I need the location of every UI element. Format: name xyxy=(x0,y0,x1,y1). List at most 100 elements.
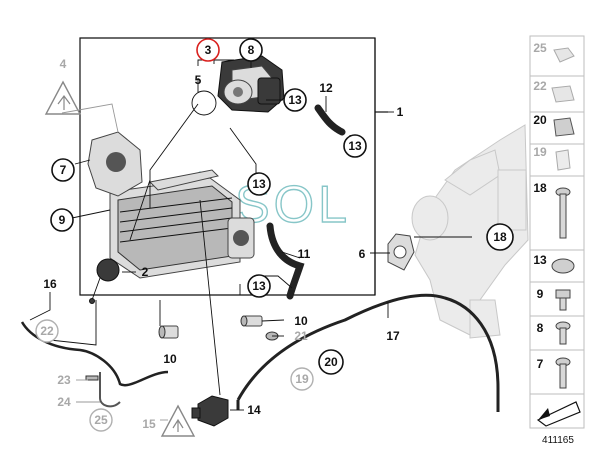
svg-text:10: 10 xyxy=(294,314,308,328)
o-ring xyxy=(191,90,217,116)
svg-text:13: 13 xyxy=(533,253,547,267)
hose-24 xyxy=(99,372,121,408)
callout-10-left[interactable]: 10 xyxy=(163,352,177,366)
diagram-id: 411165 xyxy=(542,435,574,446)
clip-25-icon xyxy=(553,47,575,63)
bolt-18-icon xyxy=(555,187,571,239)
svg-text:20: 20 xyxy=(324,355,338,369)
svg-text:22: 22 xyxy=(533,79,547,93)
callout-18[interactable]: 18 xyxy=(486,223,514,251)
svg-text:1: 1 xyxy=(397,105,404,119)
egr-cooler xyxy=(87,131,255,279)
clip-20-icon xyxy=(553,117,575,137)
svg-text:12: 12 xyxy=(319,81,333,95)
panel-cell-18[interactable] xyxy=(529,175,585,251)
egr-actuator xyxy=(217,55,285,113)
svg-text:9: 9 xyxy=(537,287,544,301)
clip-19-icon xyxy=(555,149,571,171)
callout-1[interactable]: 1 xyxy=(397,105,404,119)
callout-14[interactable]: 14 xyxy=(247,403,261,417)
vacuum-unit xyxy=(89,258,120,304)
svg-text:25: 25 xyxy=(533,41,547,55)
callout-4[interactable]: 4 xyxy=(60,57,67,71)
callout-25[interactable]: 25 xyxy=(89,408,113,432)
hose-11 xyxy=(266,222,305,300)
svg-text:11: 11 xyxy=(298,247,311,261)
screw-10-left xyxy=(158,325,179,339)
vacuum-line-17 xyxy=(236,293,500,412)
panel-cell-8[interactable] xyxy=(529,315,585,351)
svg-text:19: 19 xyxy=(533,145,547,159)
screw-9-icon xyxy=(555,289,571,311)
hose-12 xyxy=(314,104,346,136)
callout-12[interactable]: 12 xyxy=(319,81,333,95)
callout-3[interactable]: 3 xyxy=(196,38,220,62)
svg-text:21: 21 xyxy=(294,329,308,343)
panel-cell-7[interactable] xyxy=(529,349,585,395)
callout-6[interactable]: 6 xyxy=(359,247,366,261)
screw-8-icon xyxy=(555,321,571,345)
callout-15[interactable]: 15 xyxy=(142,417,156,431)
svg-text:4: 4 xyxy=(60,57,67,71)
svg-text:22: 22 xyxy=(40,324,54,338)
leader-lines xyxy=(29,59,472,421)
svg-text:13: 13 xyxy=(348,139,362,153)
screw-23 xyxy=(85,375,99,381)
callout-22[interactable]: 22 xyxy=(35,319,59,343)
callout-13-right[interactable]: 13 xyxy=(343,134,367,158)
callout-8[interactable]: 8 xyxy=(239,38,263,62)
callout-5[interactable]: 5 xyxy=(195,73,202,87)
svg-text:9: 9 xyxy=(59,213,66,227)
svg-text:5: 5 xyxy=(195,73,202,87)
callout-16[interactable]: 16 xyxy=(43,277,57,291)
svg-text:7: 7 xyxy=(537,357,544,371)
callout-10-right[interactable]: 10 xyxy=(294,314,308,328)
svg-text:10: 10 xyxy=(163,352,177,366)
svg-text:16: 16 xyxy=(43,277,57,291)
callout-20[interactable]: 20 xyxy=(318,349,344,375)
callout-2[interactable]: 2 xyxy=(142,265,149,279)
clamp-13-icon xyxy=(551,258,575,274)
callout-24[interactable]: 24 xyxy=(57,395,71,409)
gasket-6 xyxy=(387,233,415,271)
svg-text:2: 2 xyxy=(142,265,149,279)
svg-text:24: 24 xyxy=(57,395,71,409)
svg-text:25: 25 xyxy=(94,413,108,427)
intake-manifold-ghost xyxy=(411,124,529,339)
callout-21[interactable]: 21 xyxy=(294,329,308,343)
svg-text:13: 13 xyxy=(288,93,302,107)
svg-text:8: 8 xyxy=(248,43,255,57)
svg-text:15: 15 xyxy=(142,417,156,431)
warning-triangle-4 xyxy=(44,80,82,115)
svg-text:6: 6 xyxy=(359,247,366,261)
callout-23[interactable]: 23 xyxy=(57,373,71,387)
callout-13-top[interactable]: 13 xyxy=(283,88,307,112)
callout-9[interactable]: 9 xyxy=(50,208,74,232)
svg-text:13: 13 xyxy=(252,279,266,293)
svg-text:7: 7 xyxy=(60,163,67,177)
warning-triangle-15 xyxy=(160,404,196,437)
pressure-converter xyxy=(191,395,229,427)
svg-text:14: 14 xyxy=(247,403,261,417)
svg-text:18: 18 xyxy=(493,230,507,244)
direction-arrow-icon xyxy=(536,401,581,427)
callout-17[interactable]: 17 xyxy=(386,329,400,343)
svg-text:20: 20 xyxy=(533,113,547,127)
panel-cell-13[interactable] xyxy=(529,249,585,283)
svg-text:23: 23 xyxy=(57,373,71,387)
clip-22-icon xyxy=(551,85,575,103)
screw-10-right xyxy=(240,315,263,327)
svg-text:19: 19 xyxy=(295,372,309,386)
svg-text:13: 13 xyxy=(252,177,266,191)
svg-text:3: 3 xyxy=(205,43,212,57)
screw-7-icon xyxy=(555,357,571,389)
callout-13-bottom[interactable]: 13 xyxy=(247,274,271,298)
svg-text:18: 18 xyxy=(533,181,547,195)
callout-11[interactable]: 11 xyxy=(298,247,311,261)
callout-19[interactable]: 19 xyxy=(290,367,314,391)
svg-text:8: 8 xyxy=(537,321,544,335)
callout-13-middle[interactable]: 13 xyxy=(247,172,271,196)
callout-7[interactable]: 7 xyxy=(51,158,75,182)
svg-text:17: 17 xyxy=(386,329,400,343)
